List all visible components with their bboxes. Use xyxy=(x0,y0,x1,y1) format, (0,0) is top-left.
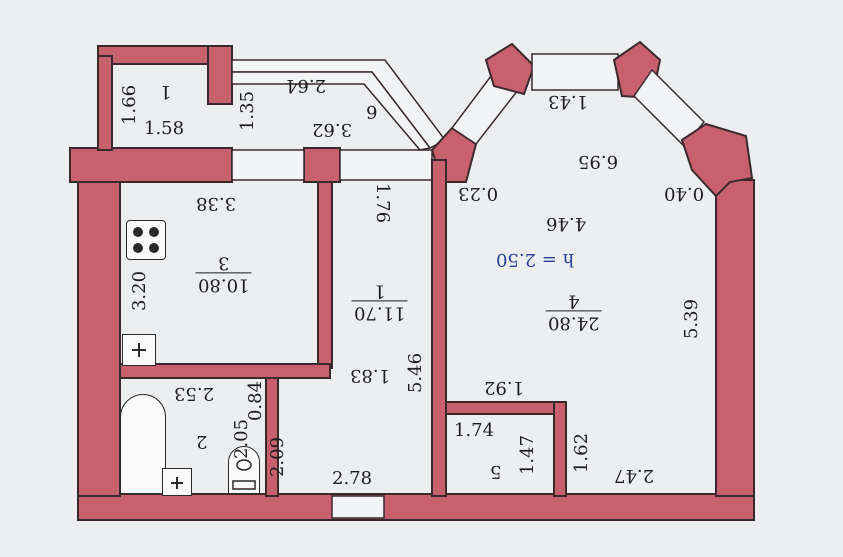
toilet-icon xyxy=(228,446,260,494)
room-6-label: 6 xyxy=(366,101,378,122)
dim-5-46: 5.46 xyxy=(405,352,427,394)
dim-6-95: 6.95 xyxy=(578,151,619,172)
sink-icon xyxy=(122,334,156,366)
dim-0-23: 0.23 xyxy=(458,183,499,204)
dim-1-47: 1.47 xyxy=(517,434,539,476)
room-4-number: 4 xyxy=(568,290,580,312)
room-4-area: 24.80 xyxy=(546,310,602,334)
wall-left xyxy=(77,159,121,497)
room-1-number: 1 xyxy=(374,280,386,302)
dim-1-76: 1.76 xyxy=(372,182,394,224)
dim-1-83: 1.83 xyxy=(350,365,391,386)
dim-1-62: 1.62 xyxy=(571,432,593,474)
dim-5-39: 5.39 xyxy=(681,298,703,340)
wall-room2-right xyxy=(265,377,279,497)
dim-2-78: 2.78 xyxy=(332,468,373,489)
window-top-2 xyxy=(339,149,433,181)
dim-1-92: 1.92 xyxy=(484,377,525,398)
dim-2-64: 2.64 xyxy=(286,75,327,96)
bathtub-icon xyxy=(120,394,166,494)
dim-1-35: 1.35 xyxy=(237,90,259,132)
stove-icon xyxy=(126,220,166,260)
dim-1-74: 1.74 xyxy=(454,420,495,441)
washbasin-icon xyxy=(162,468,192,496)
wall-room5-right xyxy=(553,401,567,497)
dim-2-53: 2.53 xyxy=(174,383,215,404)
room-4-fraction: 24.80 4 xyxy=(546,290,602,334)
room-2-label: 2 xyxy=(196,431,208,452)
room-5-label: 5 xyxy=(490,461,502,482)
dim-3-62: 3.62 xyxy=(312,119,353,140)
wall-room3-bottom xyxy=(119,363,331,379)
dim-0-40: 0.40 xyxy=(664,183,705,204)
dim-2-09: 2.09 xyxy=(267,436,289,478)
dim-0-84: 0.84 xyxy=(245,380,267,422)
dim-1-58: 1.58 xyxy=(144,118,185,139)
dim-4-46: 4.46 xyxy=(546,213,587,234)
room-7-label: 1 xyxy=(160,81,172,102)
room-1-area: 11.70 xyxy=(352,300,408,324)
wall-top-mid xyxy=(303,147,341,183)
room-3-area: 10.80 xyxy=(196,272,252,296)
room-1-fraction: 11.70 1 xyxy=(352,280,408,324)
wall-room5-top xyxy=(445,401,567,415)
wall-room1-right xyxy=(431,159,447,497)
door-bottom xyxy=(331,495,385,519)
wall-room7-left xyxy=(97,55,113,151)
dim-3-38: 3.38 xyxy=(196,193,237,214)
dim-1-66: 1.66 xyxy=(119,84,141,126)
dim-2-05: 2.05 xyxy=(231,418,253,460)
bay-top-left-post xyxy=(484,42,536,96)
balcony-rail-inner xyxy=(231,71,432,151)
room-3-number: 3 xyxy=(218,252,230,274)
dim-3-20: 3.20 xyxy=(129,270,151,312)
window-top-1 xyxy=(231,149,305,181)
wall-right xyxy=(715,179,755,497)
bay-window-top xyxy=(531,53,619,91)
wall-top-left xyxy=(69,147,233,183)
wall-room7-right xyxy=(207,45,233,105)
dim-1-43: 1.43 xyxy=(548,91,589,112)
bay-right-post xyxy=(680,122,754,198)
wall-bottom xyxy=(77,493,755,521)
dim-2-47: 2.47 xyxy=(614,465,655,486)
ceiling-height: h = 2.50 xyxy=(496,249,575,270)
room-3-fraction: 10.80 3 xyxy=(196,252,252,296)
wall-room3-right xyxy=(317,181,333,369)
